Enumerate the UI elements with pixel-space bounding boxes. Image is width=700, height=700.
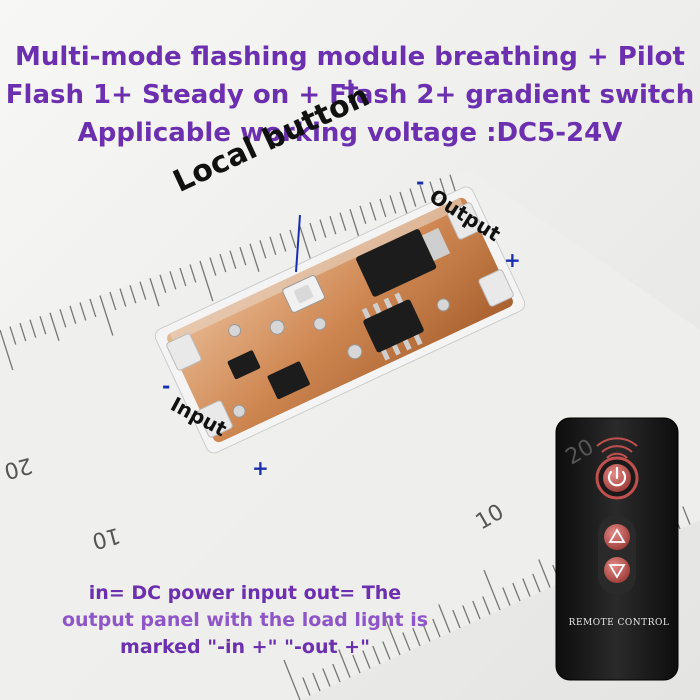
wiring-note-line-3: marked "-in +" "-out +" xyxy=(120,636,370,658)
ruler-tick xyxy=(482,596,491,615)
ruler-tick xyxy=(382,641,391,660)
ruler-tick xyxy=(229,250,237,269)
ruler-tick xyxy=(169,271,177,290)
ruler-tick xyxy=(79,302,87,321)
power-icon xyxy=(607,466,627,487)
regulator-chip xyxy=(356,229,437,297)
ruler-tick xyxy=(419,184,427,204)
ruler-tick xyxy=(99,295,114,336)
ruler-tick xyxy=(149,278,160,307)
ruler-tick xyxy=(338,649,351,678)
output-minus-mark: - xyxy=(416,170,425,194)
ruler-tick xyxy=(319,219,327,238)
triangle-down-icon xyxy=(608,564,626,579)
ruler-tick xyxy=(279,233,287,252)
ruler-tick xyxy=(512,582,521,602)
ruler-tick xyxy=(532,573,541,593)
ruler-tick xyxy=(89,298,97,318)
ruler-tick xyxy=(352,654,361,674)
ruler-tick xyxy=(359,205,367,224)
ruler-tick xyxy=(329,215,337,235)
headline-line-3: Applicable working voltage :DC5-24V xyxy=(77,118,623,148)
ruler-tick xyxy=(369,202,377,221)
wiring-note-line-2: output panel with the load light is xyxy=(61,609,429,631)
button-pointer-line xyxy=(295,214,301,273)
ruler-tick xyxy=(379,198,387,218)
ruler-tick xyxy=(19,322,27,342)
ruler-tick xyxy=(139,281,147,300)
ruler-tick xyxy=(372,645,381,665)
ic-chip xyxy=(363,299,424,353)
ruler-tick xyxy=(159,274,167,293)
headline-line-2: Flash 1+ Steady on + Flash 2+ gradient s… xyxy=(5,80,695,110)
ruler-tick xyxy=(209,257,217,276)
ruler-tick xyxy=(309,222,317,242)
ruler-tick xyxy=(412,627,421,647)
ruler-tick xyxy=(302,677,311,696)
ruler-tick xyxy=(69,305,77,325)
ruler-tick xyxy=(249,243,260,272)
ruler-tick xyxy=(422,623,431,642)
input-plus-mark: + xyxy=(252,456,269,480)
ruler-tick xyxy=(483,569,501,611)
ruler-tick xyxy=(402,632,411,651)
ruler-tick xyxy=(682,506,691,525)
headline-line-1: Multi-mode flashing module breathing + P… xyxy=(15,42,685,103)
ruler-tick xyxy=(29,319,37,338)
ruler-tick xyxy=(452,609,461,629)
ruler-tick xyxy=(189,264,197,283)
ruler-tick xyxy=(349,209,360,238)
wiring-note: in= DC power input out= The output panel… xyxy=(40,580,450,661)
ruler-tick xyxy=(179,267,187,287)
ruler-tick xyxy=(383,614,401,656)
ruler-tick xyxy=(538,559,551,588)
ruler-tick xyxy=(49,312,60,341)
down-button xyxy=(604,557,630,583)
ruler-tick xyxy=(9,326,17,345)
ruler-tick xyxy=(362,650,371,669)
ruler-tick xyxy=(439,178,447,197)
pcb-module xyxy=(154,186,526,454)
ruler-tick xyxy=(219,253,227,273)
ruler-tick xyxy=(322,668,331,687)
ruler-tick xyxy=(462,605,471,624)
ruler-tick xyxy=(472,600,481,620)
ir-window-arcs xyxy=(596,437,638,459)
ruler-tick xyxy=(432,618,441,638)
ruler-tick xyxy=(199,260,214,302)
ruler-tick xyxy=(259,240,267,259)
wiring-note-line-1: in= DC power input out= The xyxy=(88,582,402,604)
ruler-tick xyxy=(429,181,437,200)
ruler-tick xyxy=(0,329,14,371)
ruler-tick xyxy=(283,659,301,700)
ruler-tick xyxy=(409,188,417,207)
ruler-tick xyxy=(339,212,347,231)
ruler-tick xyxy=(312,672,321,692)
ruler-tick xyxy=(129,284,137,304)
up-button xyxy=(604,524,630,550)
ruler-tick xyxy=(438,604,451,633)
triangle-up-icon xyxy=(608,528,626,543)
remote-control-label: REMOTE CONTROL xyxy=(568,618,670,628)
ruler-tick xyxy=(269,236,277,256)
output-plus-mark: + xyxy=(504,248,521,272)
ruler-tick xyxy=(119,288,127,307)
remote-control xyxy=(555,417,679,681)
ruler-tick xyxy=(289,229,297,249)
input-minus-mark: - xyxy=(162,374,171,398)
ruler-tick xyxy=(332,663,341,683)
ruler-tick xyxy=(239,247,247,266)
ruler-tick xyxy=(39,316,47,335)
ruler-tick xyxy=(109,291,117,311)
ruler-tick xyxy=(389,195,397,214)
ruler-tick xyxy=(59,309,67,328)
ruler-tick xyxy=(502,587,511,606)
ruler-tick xyxy=(522,578,531,597)
